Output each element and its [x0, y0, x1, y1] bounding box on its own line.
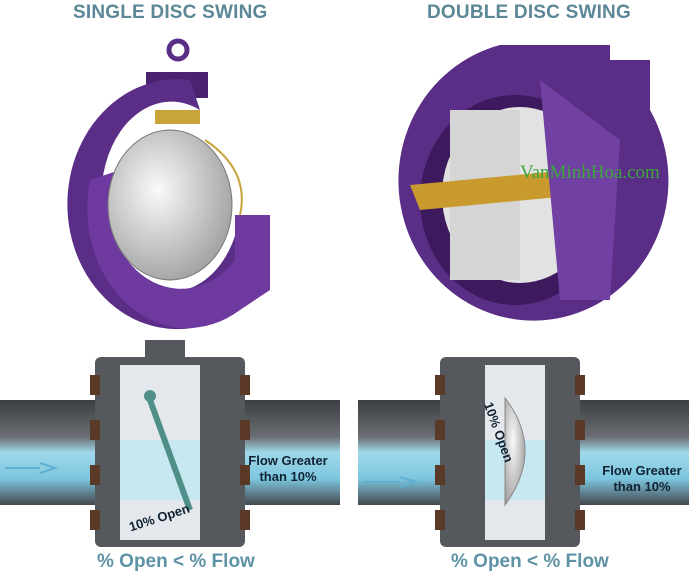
flow-line2: than 10% [259, 469, 317, 484]
single-disc-valve-cutaway [67, 38, 270, 330]
title-single-disc: SINGLE DISC SWING [73, 2, 268, 23]
watermark: VanMinhHoa.com [520, 162, 660, 183]
flow-line1: Flow Greater [248, 453, 328, 468]
right-caption: % Open < % Flow [451, 551, 609, 572]
flow-line2: than 10% [613, 479, 671, 494]
title-double-disc: DOUBLE DISC SWING [427, 2, 631, 23]
single-disc-flow-diagram [0, 340, 340, 547]
double-disc-flow-diagram [358, 357, 689, 547]
left-caption: % Open < % Flow [97, 551, 255, 572]
flow-line1: Flow Greater [602, 463, 682, 478]
double-disc-valve-cutaway [398, 45, 669, 321]
